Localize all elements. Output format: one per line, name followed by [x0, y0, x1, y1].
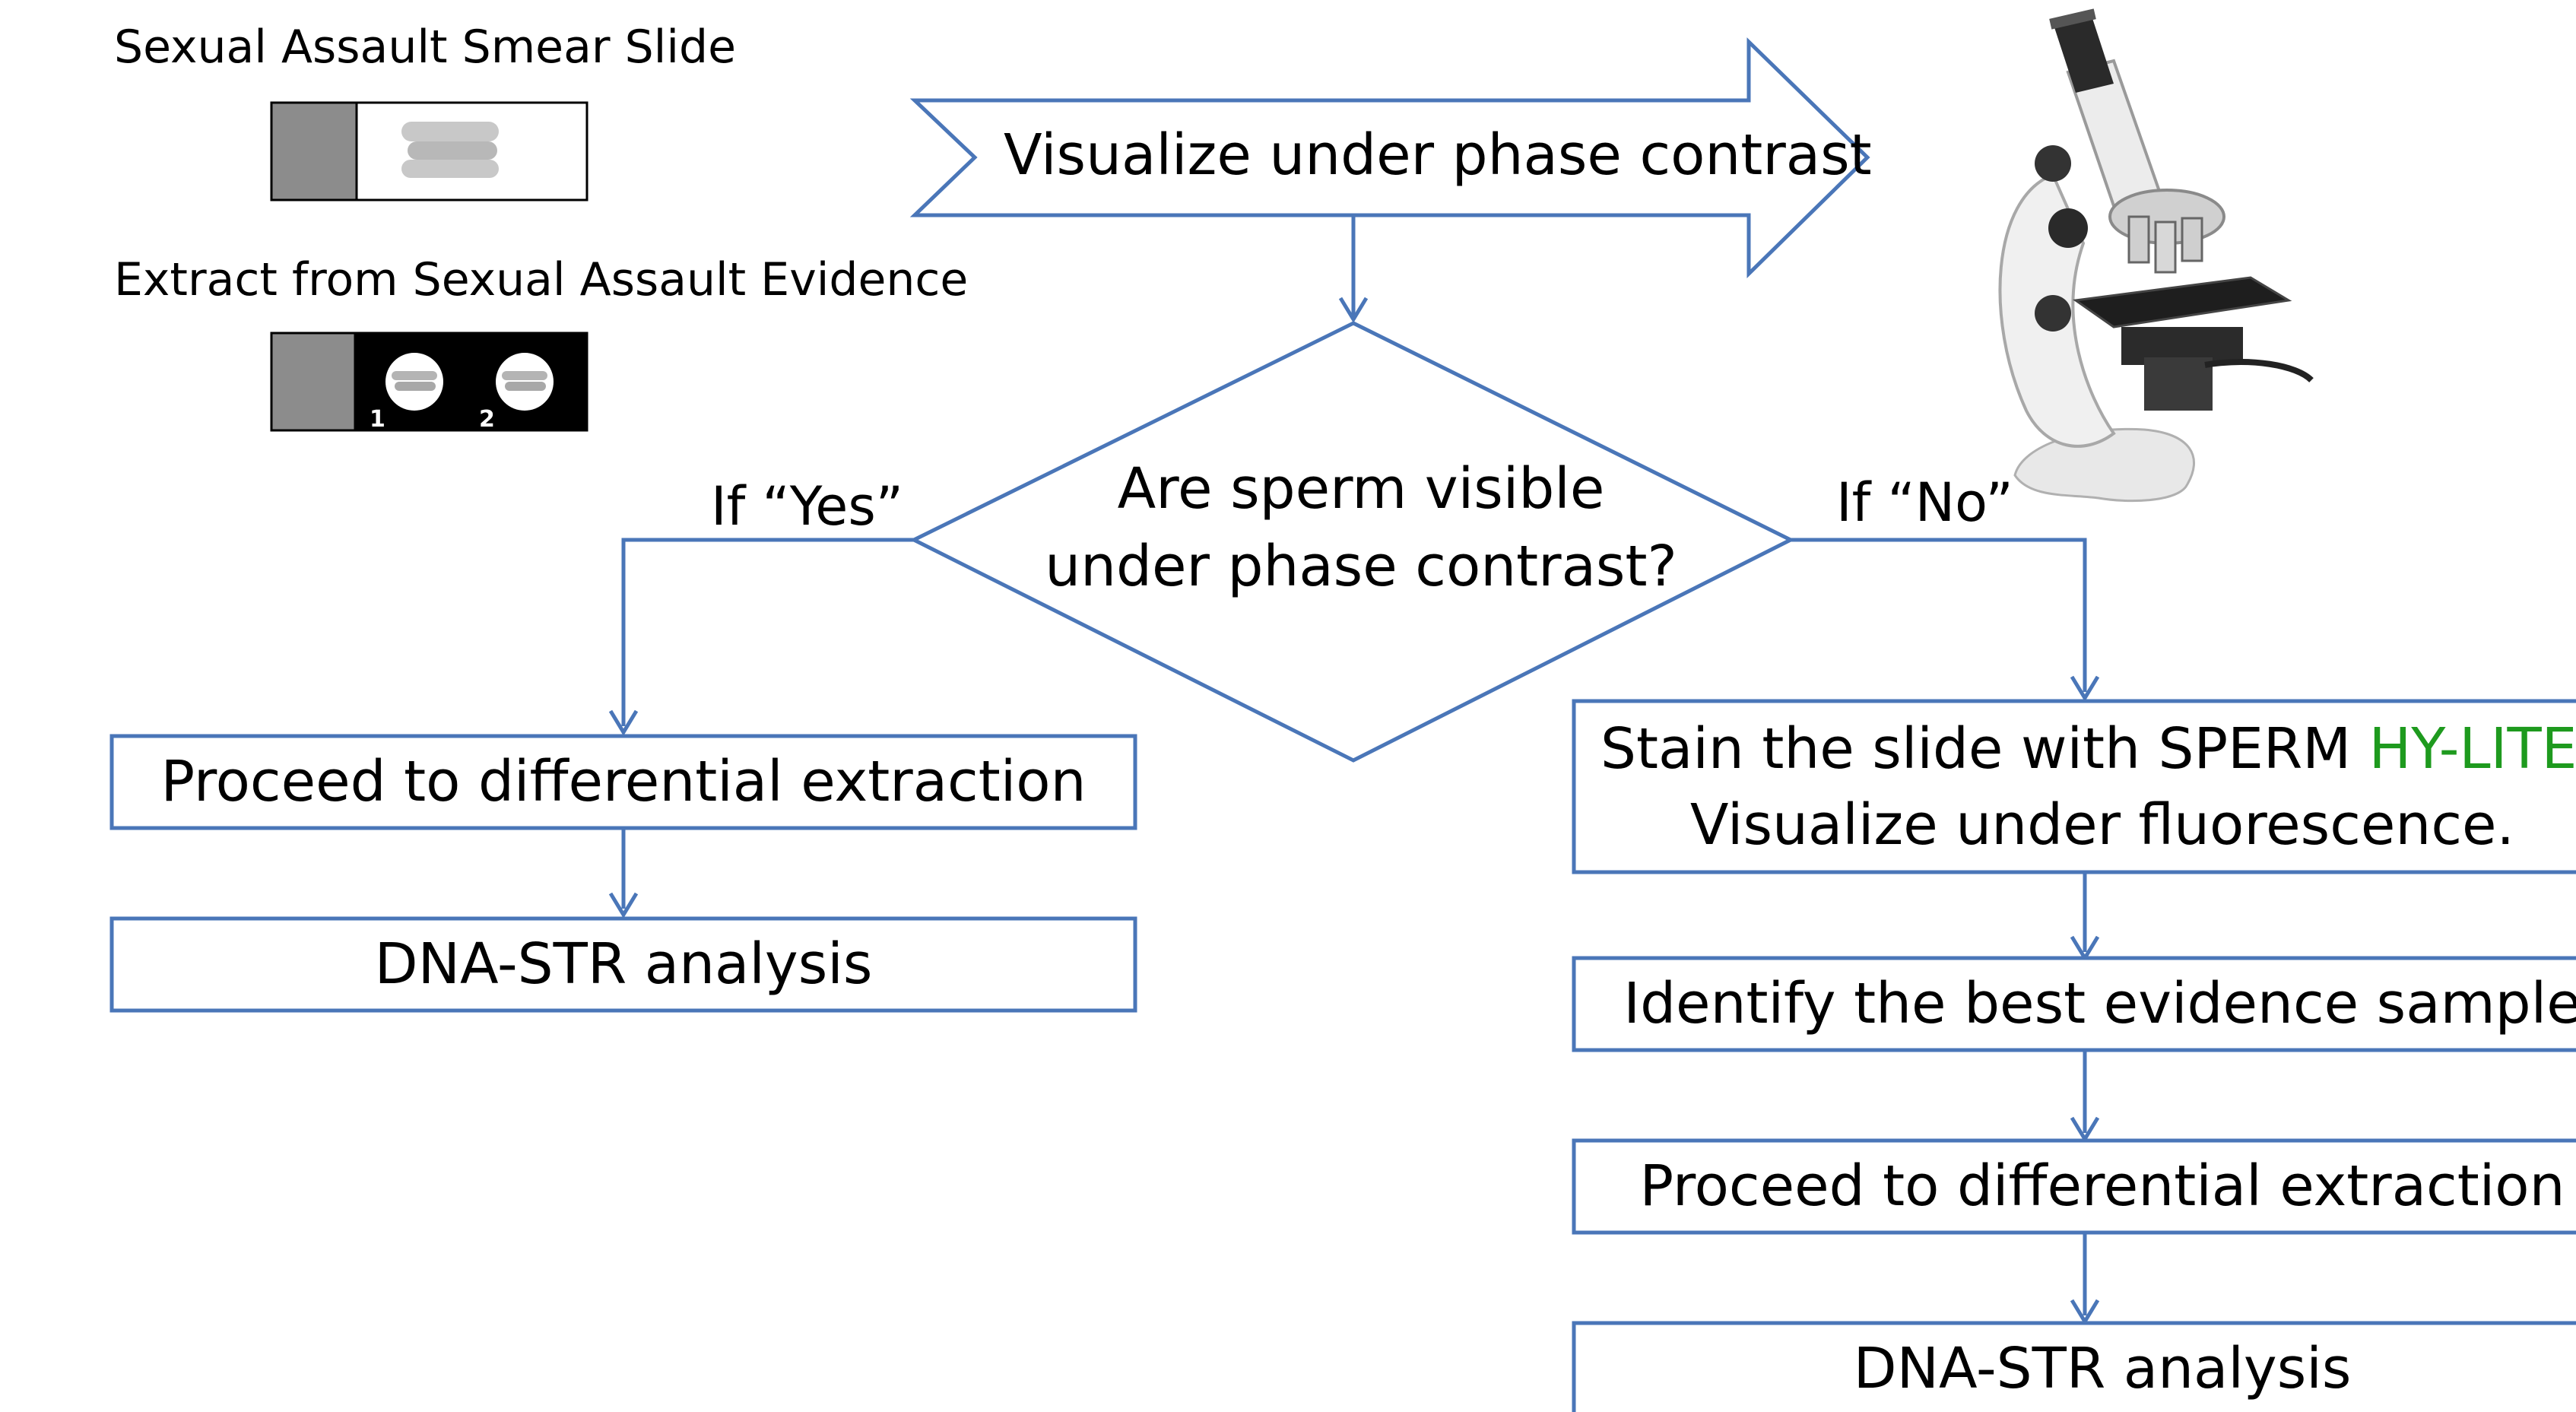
yes-step-label: Proceed to differential extraction	[161, 749, 1087, 814]
stain-prefix: Stain the slide with SPERM	[1600, 716, 2369, 782]
stain-step-line-1: Stain the slide with SPERM HY-LITERTM	[1600, 715, 2576, 782]
branch-yes-label: If “Yes”	[711, 475, 903, 538]
decision-diamond	[909, 321, 1795, 763]
stain-step-box	[1572, 699, 2576, 874]
branch-no-label: If “No”	[1836, 471, 2013, 534]
well-label-2: 2	[479, 406, 495, 433]
no-step-box	[1572, 1138, 2576, 1235]
stain-step-line-2: Visualize under fluorescence.	[1690, 792, 2514, 858]
no-step-label: DNA-STR analysis	[1854, 1336, 2352, 1401]
yes-step-label: DNA-STR analysis	[375, 931, 873, 997]
no-step-label: Identify the best evidence sample	[1623, 971, 2576, 1036]
decision-line-1: Are sperm visible	[1118, 456, 1605, 522]
well-label-1: 1	[370, 406, 385, 433]
hy-liter-brand: HY-LITER	[2369, 716, 2576, 782]
yes-step-box	[109, 916, 1137, 1013]
visualize-phase-label: Visualize under phase contrast	[1004, 122, 1872, 188]
no-step-box	[1572, 1321, 2576, 1412]
microscope-icon	[1998, 8, 2314, 503]
smear-slide-caption: Sexual Assault Smear Slide	[114, 21, 736, 74]
smear-slide-icon	[270, 101, 588, 201]
no-step-box	[1572, 956, 2576, 1052]
no-step-label: Proceed to differential extraction	[1640, 1153, 2565, 1219]
visualize-phase-arrow	[909, 37, 1870, 278]
yes-step-box	[109, 734, 1137, 830]
extract-slide-icon: 1 2	[270, 332, 588, 433]
decision-line-2: under phase contrast?	[1045, 534, 1677, 599]
extract-caption: Extract from Sexual Assault Evidence	[114, 253, 968, 306]
